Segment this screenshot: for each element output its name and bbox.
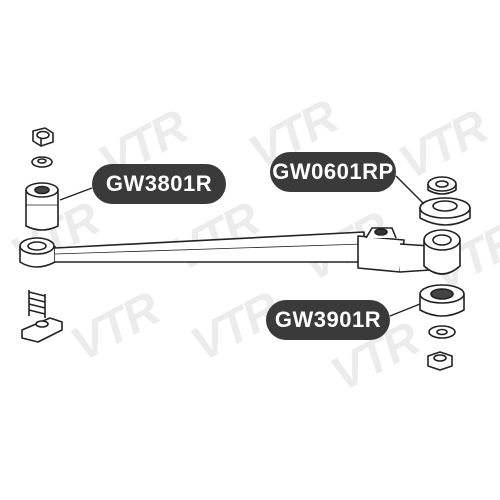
left-bracket (21, 317, 63, 343)
right-lower-bushing (419, 284, 465, 317)
left-spring (28, 290, 46, 318)
part-label-gw3901r: GW3901R (266, 300, 390, 340)
right-upper-collar (419, 197, 471, 226)
left-top-nut (32, 127, 54, 147)
right-top-washer (427, 176, 457, 195)
leader-line-gw3801r (59, 187, 93, 201)
left-top-washer (31, 156, 53, 168)
tie-rod (54, 231, 365, 263)
right-rod-eye (423, 229, 461, 275)
left-bushing (25, 182, 59, 231)
leader-lines (59, 175, 425, 317)
left-rod-eye (19, 237, 56, 268)
leader-line-gw0601rp (395, 175, 425, 205)
leader-line-gw3901r (389, 303, 421, 317)
part-label-gw3801r: GW3801R (92, 164, 226, 204)
right-lower-washer (428, 325, 456, 339)
rod-bracket (357, 227, 431, 273)
part-label-gw0601rp: GW0601RP (270, 152, 396, 192)
right-bottom-nut (427, 351, 453, 371)
